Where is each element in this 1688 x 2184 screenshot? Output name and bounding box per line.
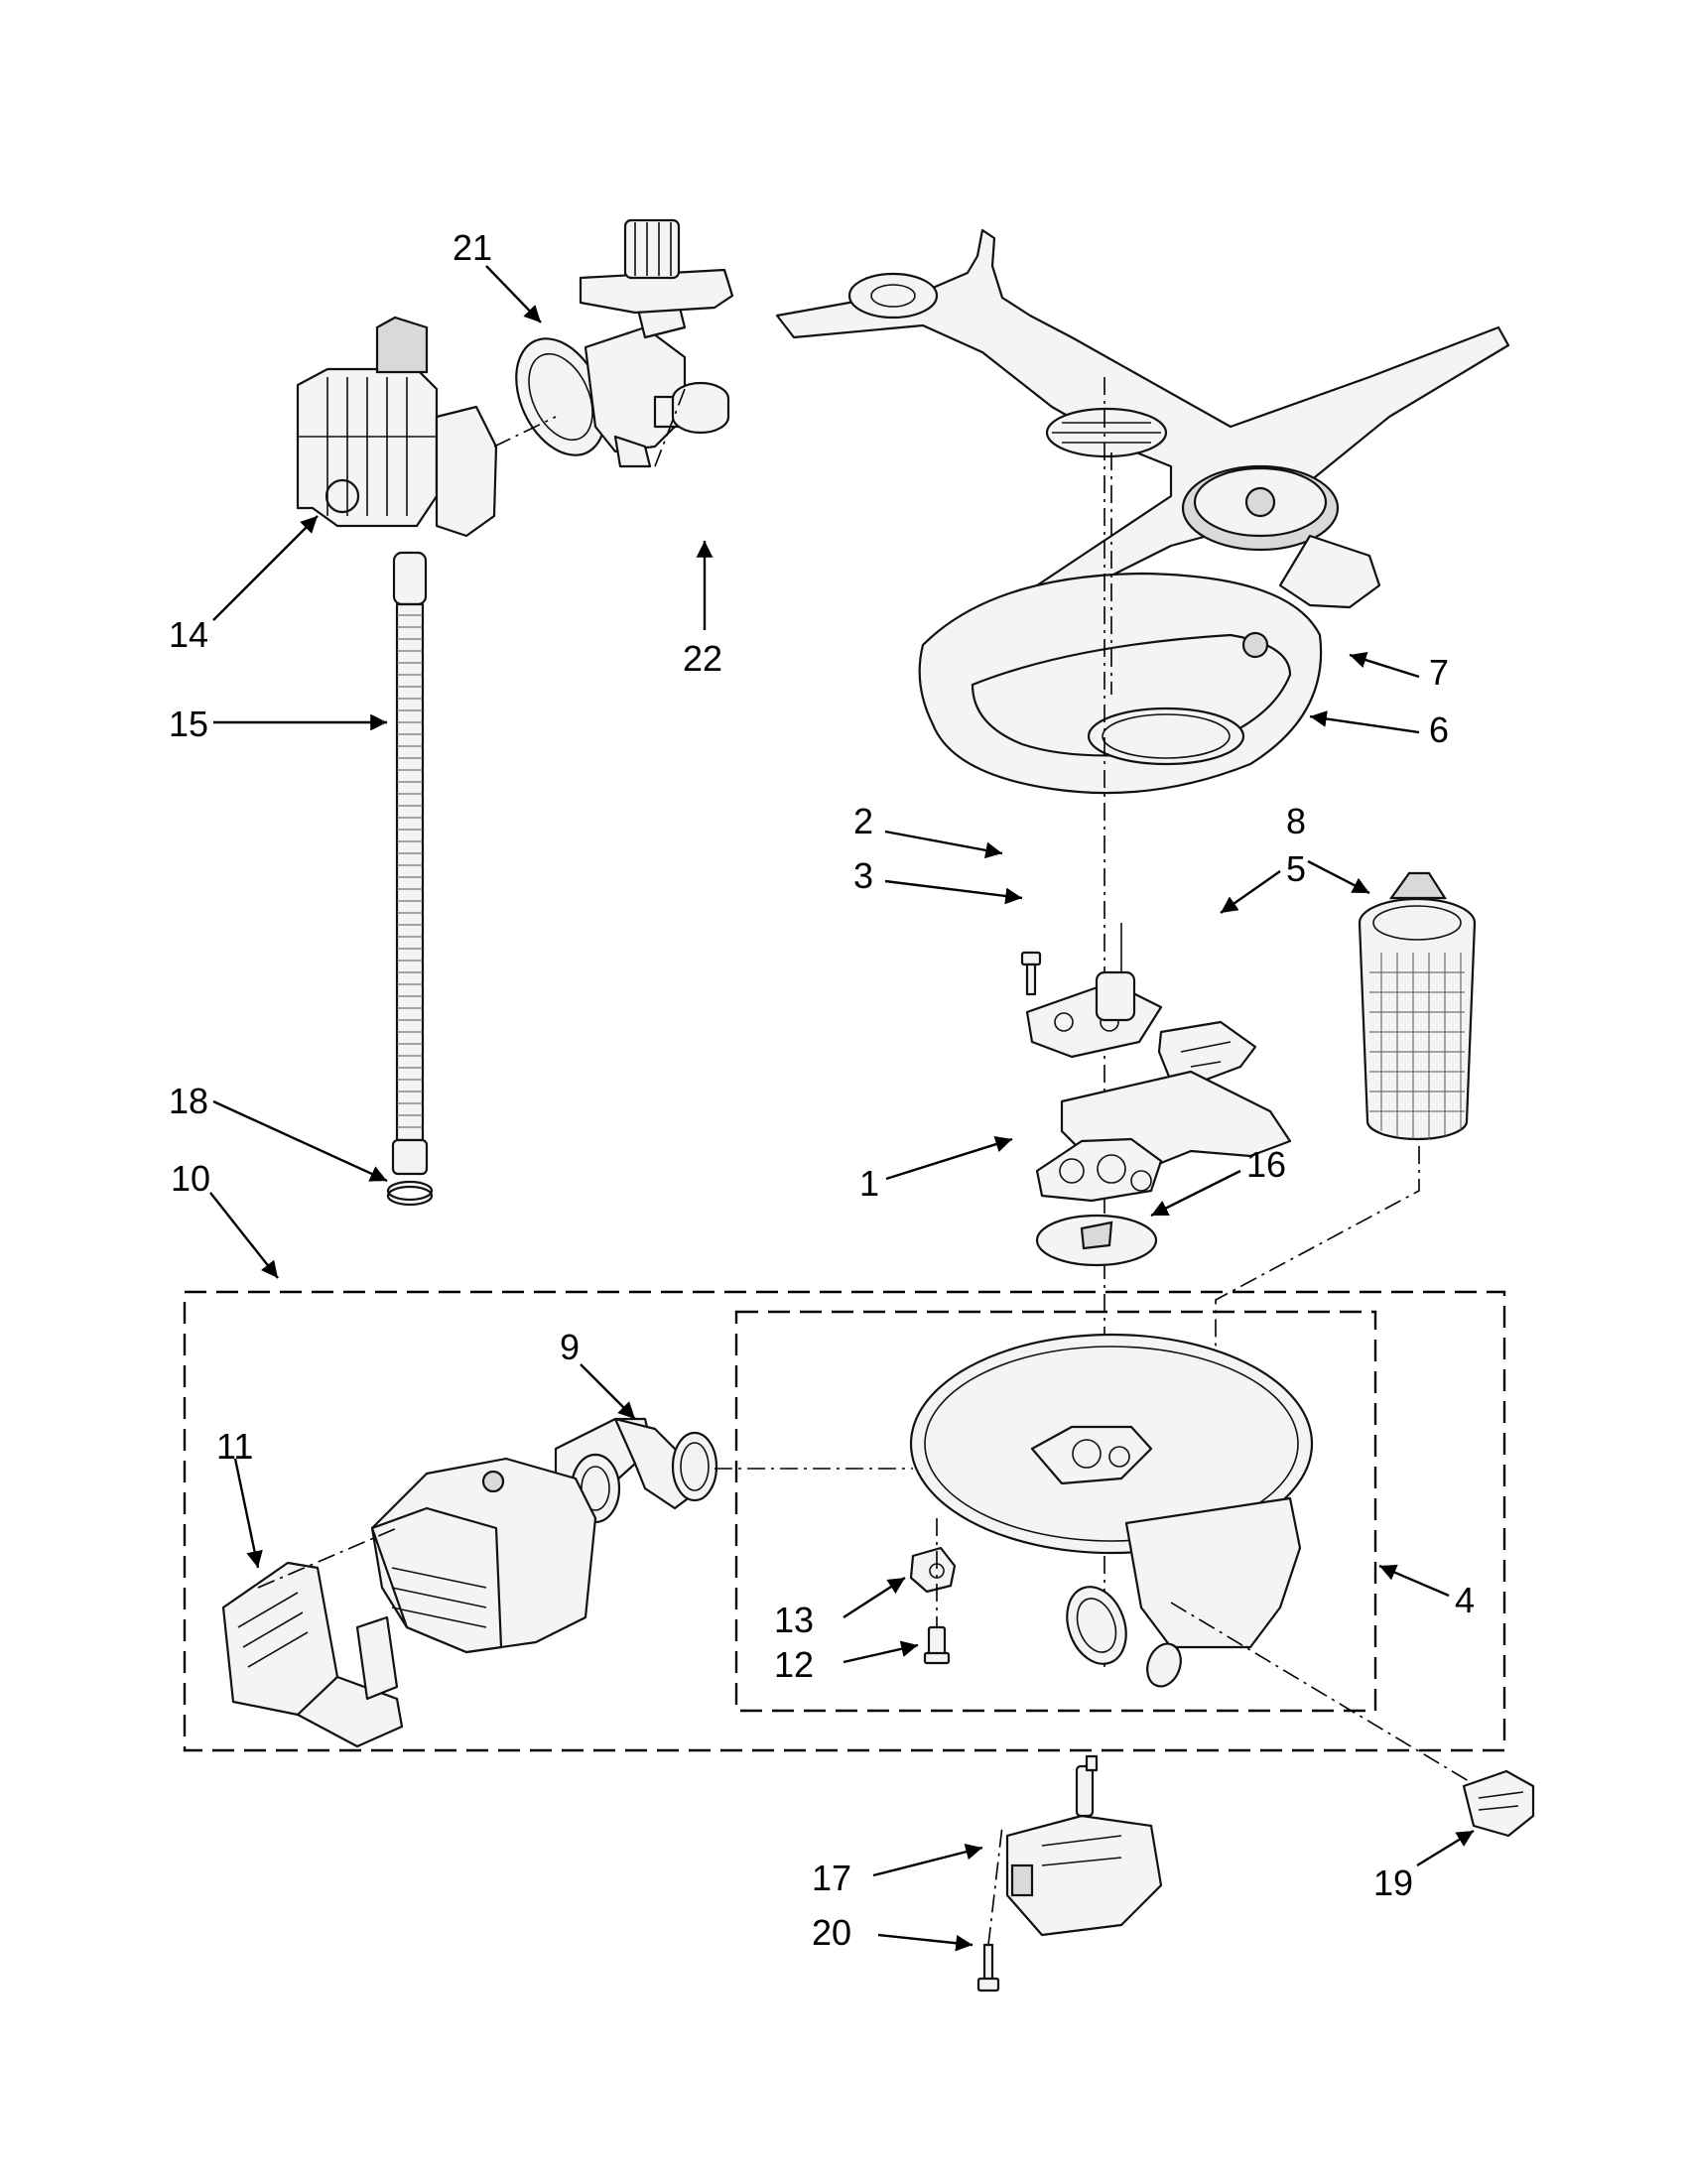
callout-12: 12 (774, 1644, 814, 1685)
callout-9: 9 (560, 1327, 580, 1367)
callout-7: 7 (1429, 652, 1449, 693)
callout-4: 4 (1455, 1580, 1475, 1620)
callout-3: 3 (853, 855, 873, 896)
part-4-sump[interactable] (909, 1333, 1314, 1691)
part-6-spray-cover[interactable] (918, 572, 1323, 795)
callout-8: 8 (1286, 801, 1306, 841)
axis-19-sump (1170, 1602, 1470, 1782)
part-11-motor-cover[interactable] (221, 1561, 404, 1748)
callout-2: 2 (853, 801, 873, 841)
callout-1: 1 (859, 1163, 879, 1204)
part-16-disc[interactable] (1035, 1214, 1158, 1267)
part-12-screw[interactable] (923, 1625, 951, 1665)
callout-16: 16 (1246, 1144, 1286, 1185)
part-3-bracket[interactable] (1025, 923, 1163, 1059)
axis-14-21 (493, 416, 557, 448)
callout-21: 21 (453, 227, 492, 268)
callout-17: 17 (812, 1858, 851, 1898)
part-13-clip[interactable] (909, 1546, 957, 1594)
part-8-filter[interactable] (1358, 871, 1477, 1141)
callout-5: 5 (1286, 848, 1306, 889)
part-2-screw[interactable] (1020, 951, 1042, 996)
callout-14: 14 (169, 614, 208, 655)
callout-15: 15 (169, 704, 208, 744)
part-15-drain-hose[interactable] (391, 551, 429, 1176)
callout-18: 18 (169, 1081, 208, 1121)
part-14-drain-pump[interactable] (296, 316, 498, 538)
callout-6: 6 (1429, 709, 1449, 750)
callout-20: 20 (812, 1912, 851, 1953)
part-18-hose-clamp[interactable] (386, 1180, 434, 1207)
callout-13: 13 (774, 1600, 814, 1640)
callout-19: 19 (1373, 1863, 1413, 1903)
circulation-motor[interactable] (370, 1457, 597, 1654)
part-17-diverter-motor[interactable] (1005, 1754, 1163, 1937)
part-1-pump-base[interactable] (1035, 1070, 1292, 1203)
assembly-4-outline (734, 1310, 1377, 1713)
axis-11-motor (257, 1527, 398, 1589)
callout-10: 10 (171, 1158, 210, 1199)
axis-20-17 (987, 1825, 1003, 1946)
callout-11: 11 (216, 1426, 253, 1467)
part-7-spray-arm[interactable] (775, 228, 1510, 637)
leader-lines (209, 265, 1475, 1952)
part-19-sensor[interactable] (1462, 1769, 1535, 1838)
callout-22: 22 (683, 638, 722, 679)
axis-21-22 (654, 388, 686, 467)
part-22-cap[interactable] (671, 381, 730, 435)
part-20-screw[interactable] (976, 1943, 1000, 1992)
